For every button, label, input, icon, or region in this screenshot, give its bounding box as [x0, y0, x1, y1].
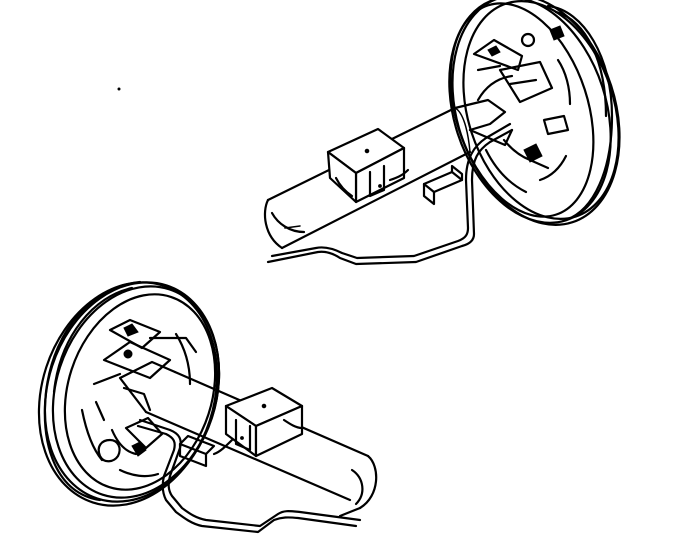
lower-backing-plate: [63, 293, 217, 491]
lower-axle-tube: [118, 360, 378, 518]
upper-brake-pipe: [266, 122, 514, 266]
lower-brake-drum: [37, 280, 221, 507]
upper-pipe-bracket: [422, 164, 464, 206]
upper-brake-drum: [448, 0, 621, 226]
lower-spring-seat: [212, 386, 304, 458]
upper-spring-seat: [326, 127, 410, 204]
lower-brake-pipe: [136, 418, 362, 534]
stray-mark: [117, 87, 121, 91]
